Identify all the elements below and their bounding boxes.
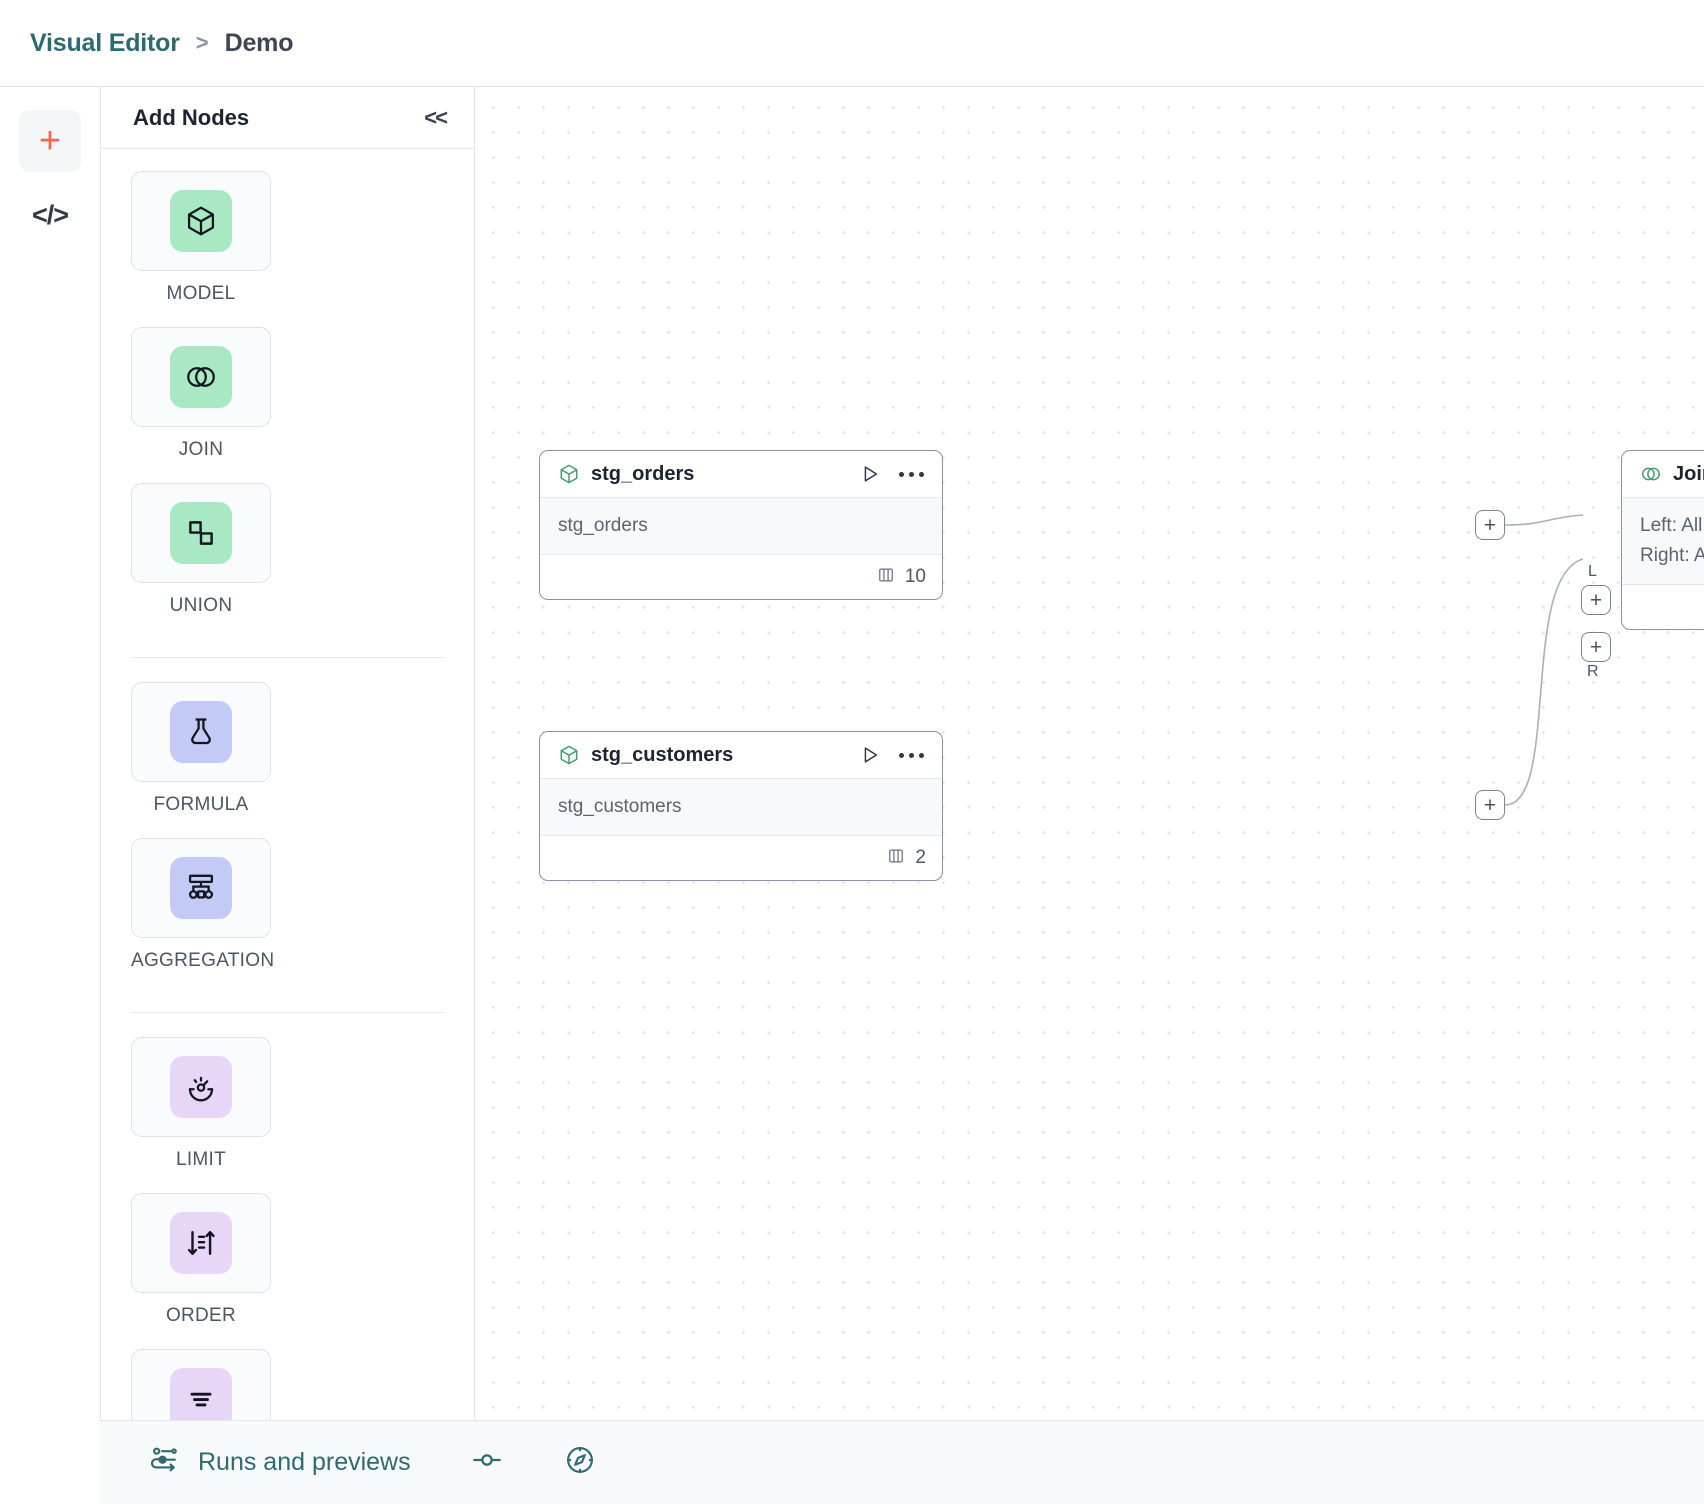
- node-header: stg_orders: [540, 451, 942, 498]
- node-header: stg_customers: [540, 732, 942, 779]
- play-icon[interactable]: [859, 463, 881, 485]
- node-tile-label: ORDER: [165, 1305, 237, 1326]
- more-icon[interactable]: [897, 466, 926, 483]
- node-tile-join[interactable]: JOIN: [131, 327, 271, 461]
- node-header: Join 1: [1622, 451, 1704, 498]
- breadcrumb-root[interactable]: Visual Editor: [30, 28, 180, 57]
- breadcrumb-separator-icon: >: [195, 30, 209, 55]
- node-tile-model[interactable]: MODEL: [131, 171, 271, 305]
- runs-and-previews-button[interactable]: Runs and previews: [150, 1444, 411, 1481]
- flask-icon: [170, 701, 232, 763]
- runs-and-previews-label: Runs and previews: [198, 1448, 411, 1476]
- node-tile-union[interactable]: UNION: [131, 483, 271, 617]
- flow-icon: [150, 1444, 182, 1481]
- node-join-1[interactable]: Join 1 Left: All columns Right: All colu…: [1621, 450, 1704, 630]
- input-handle-left-label: L: [1588, 563, 1597, 580]
- node-tile-limit[interactable]: LIMIT: [131, 1037, 271, 1171]
- node-tile-order[interactable]: ORDER: [131, 1193, 271, 1327]
- cube-icon: [558, 744, 580, 766]
- node-body-line: stg_orders: [558, 515, 648, 536]
- venn-icon: [170, 346, 232, 408]
- node-stg-customers[interactable]: stg_customers stg_customers 2: [539, 731, 943, 881]
- input-handle-right[interactable]: +: [1581, 632, 1611, 662]
- node-title: Join 1: [1673, 462, 1704, 485]
- aggregation-icon: [170, 857, 232, 919]
- node-body-line: stg_customers: [558, 796, 682, 817]
- node-title: stg_orders: [591, 462, 695, 485]
- columns-icon: [876, 565, 896, 590]
- node-tile-formula[interactable]: FORMULA: [131, 682, 271, 816]
- node-body: stg_customers: [540, 779, 942, 836]
- edge-customers-to-join: [1504, 558, 1584, 806]
- node-footer: 10: [540, 555, 942, 599]
- sort-icon: [170, 1212, 232, 1274]
- compass-icon[interactable]: [563, 1443, 597, 1482]
- columns-icon: [886, 846, 906, 871]
- venn-icon: [1640, 463, 1662, 485]
- breadcrumb-current: Demo: [224, 28, 294, 57]
- node-body-line-right: Right: All columns: [1640, 545, 1704, 566]
- collapse-panel-icon[interactable]: <<: [424, 104, 448, 130]
- node-stg-orders[interactable]: stg_orders stg_orders 10: [539, 450, 943, 600]
- filter-icon: [170, 1368, 232, 1430]
- edge-orders-to-join: [1504, 514, 1584, 526]
- cube-icon: [558, 463, 580, 485]
- node-body-line-left: Left: All columns: [1640, 515, 1704, 536]
- panel-title: Add Nodes: [133, 104, 250, 130]
- node-tile-label: AGGREGATION: [131, 950, 275, 971]
- union-shapes-icon: [170, 502, 232, 564]
- node-group-sources: MODEL JOIN: [101, 149, 474, 657]
- column-count: 10: [904, 566, 926, 587]
- node-group-transforms: FORMULA: [131, 657, 444, 1012]
- left-rail: + </>: [0, 86, 100, 1420]
- more-icon[interactable]: [897, 747, 926, 764]
- plus-icon: +: [38, 120, 62, 162]
- add-node-button[interactable]: +: [19, 110, 81, 172]
- flow-canvas[interactable]: stg_orders stg_orders 10 +: [475, 86, 1704, 1420]
- node-footer: 12: [1622, 585, 1704, 629]
- output-handle-stg-orders[interactable]: +: [1475, 510, 1505, 540]
- output-handle-stg-customers[interactable]: +: [1475, 790, 1505, 820]
- node-tile-label: JOIN: [178, 439, 224, 460]
- bottom-toolbar: Runs and previews: [100, 1420, 1704, 1504]
- input-handle-left[interactable]: +: [1581, 585, 1611, 615]
- node-tile-aggregation[interactable]: AGGREGATION: [131, 838, 275, 972]
- edge-layer: [1504, 514, 1584, 806]
- input-handle-right-label: R: [1587, 663, 1599, 680]
- node-body: stg_orders: [540, 498, 942, 555]
- node-tile-label: MODEL: [166, 283, 236, 304]
- node-footer: 2: [540, 836, 942, 880]
- code-view-button[interactable]: </>: [19, 184, 81, 246]
- node-title: stg_customers: [591, 743, 734, 766]
- node-tile-label: FORMULA: [153, 794, 249, 815]
- slider-icon[interactable]: [469, 1442, 505, 1483]
- panel-header: Add Nodes <<: [101, 87, 474, 149]
- column-count: 2: [915, 847, 926, 868]
- breadcrumb: Visual Editor > Demo: [0, 0, 1704, 86]
- play-icon[interactable]: [859, 744, 881, 766]
- gauge-icon: [170, 1056, 232, 1118]
- node-tile-label: UNION: [169, 595, 233, 616]
- node-body: Left: All columns Right: All columns: [1622, 498, 1704, 585]
- code-icon: </>: [31, 199, 69, 230]
- node-group-refine: LIMIT ORDER: [131, 1012, 444, 1504]
- node-tile-label: LIMIT: [175, 1149, 227, 1170]
- cube-icon: [170, 190, 232, 252]
- add-nodes-panel: Add Nodes << MODEL: [100, 86, 475, 1482]
